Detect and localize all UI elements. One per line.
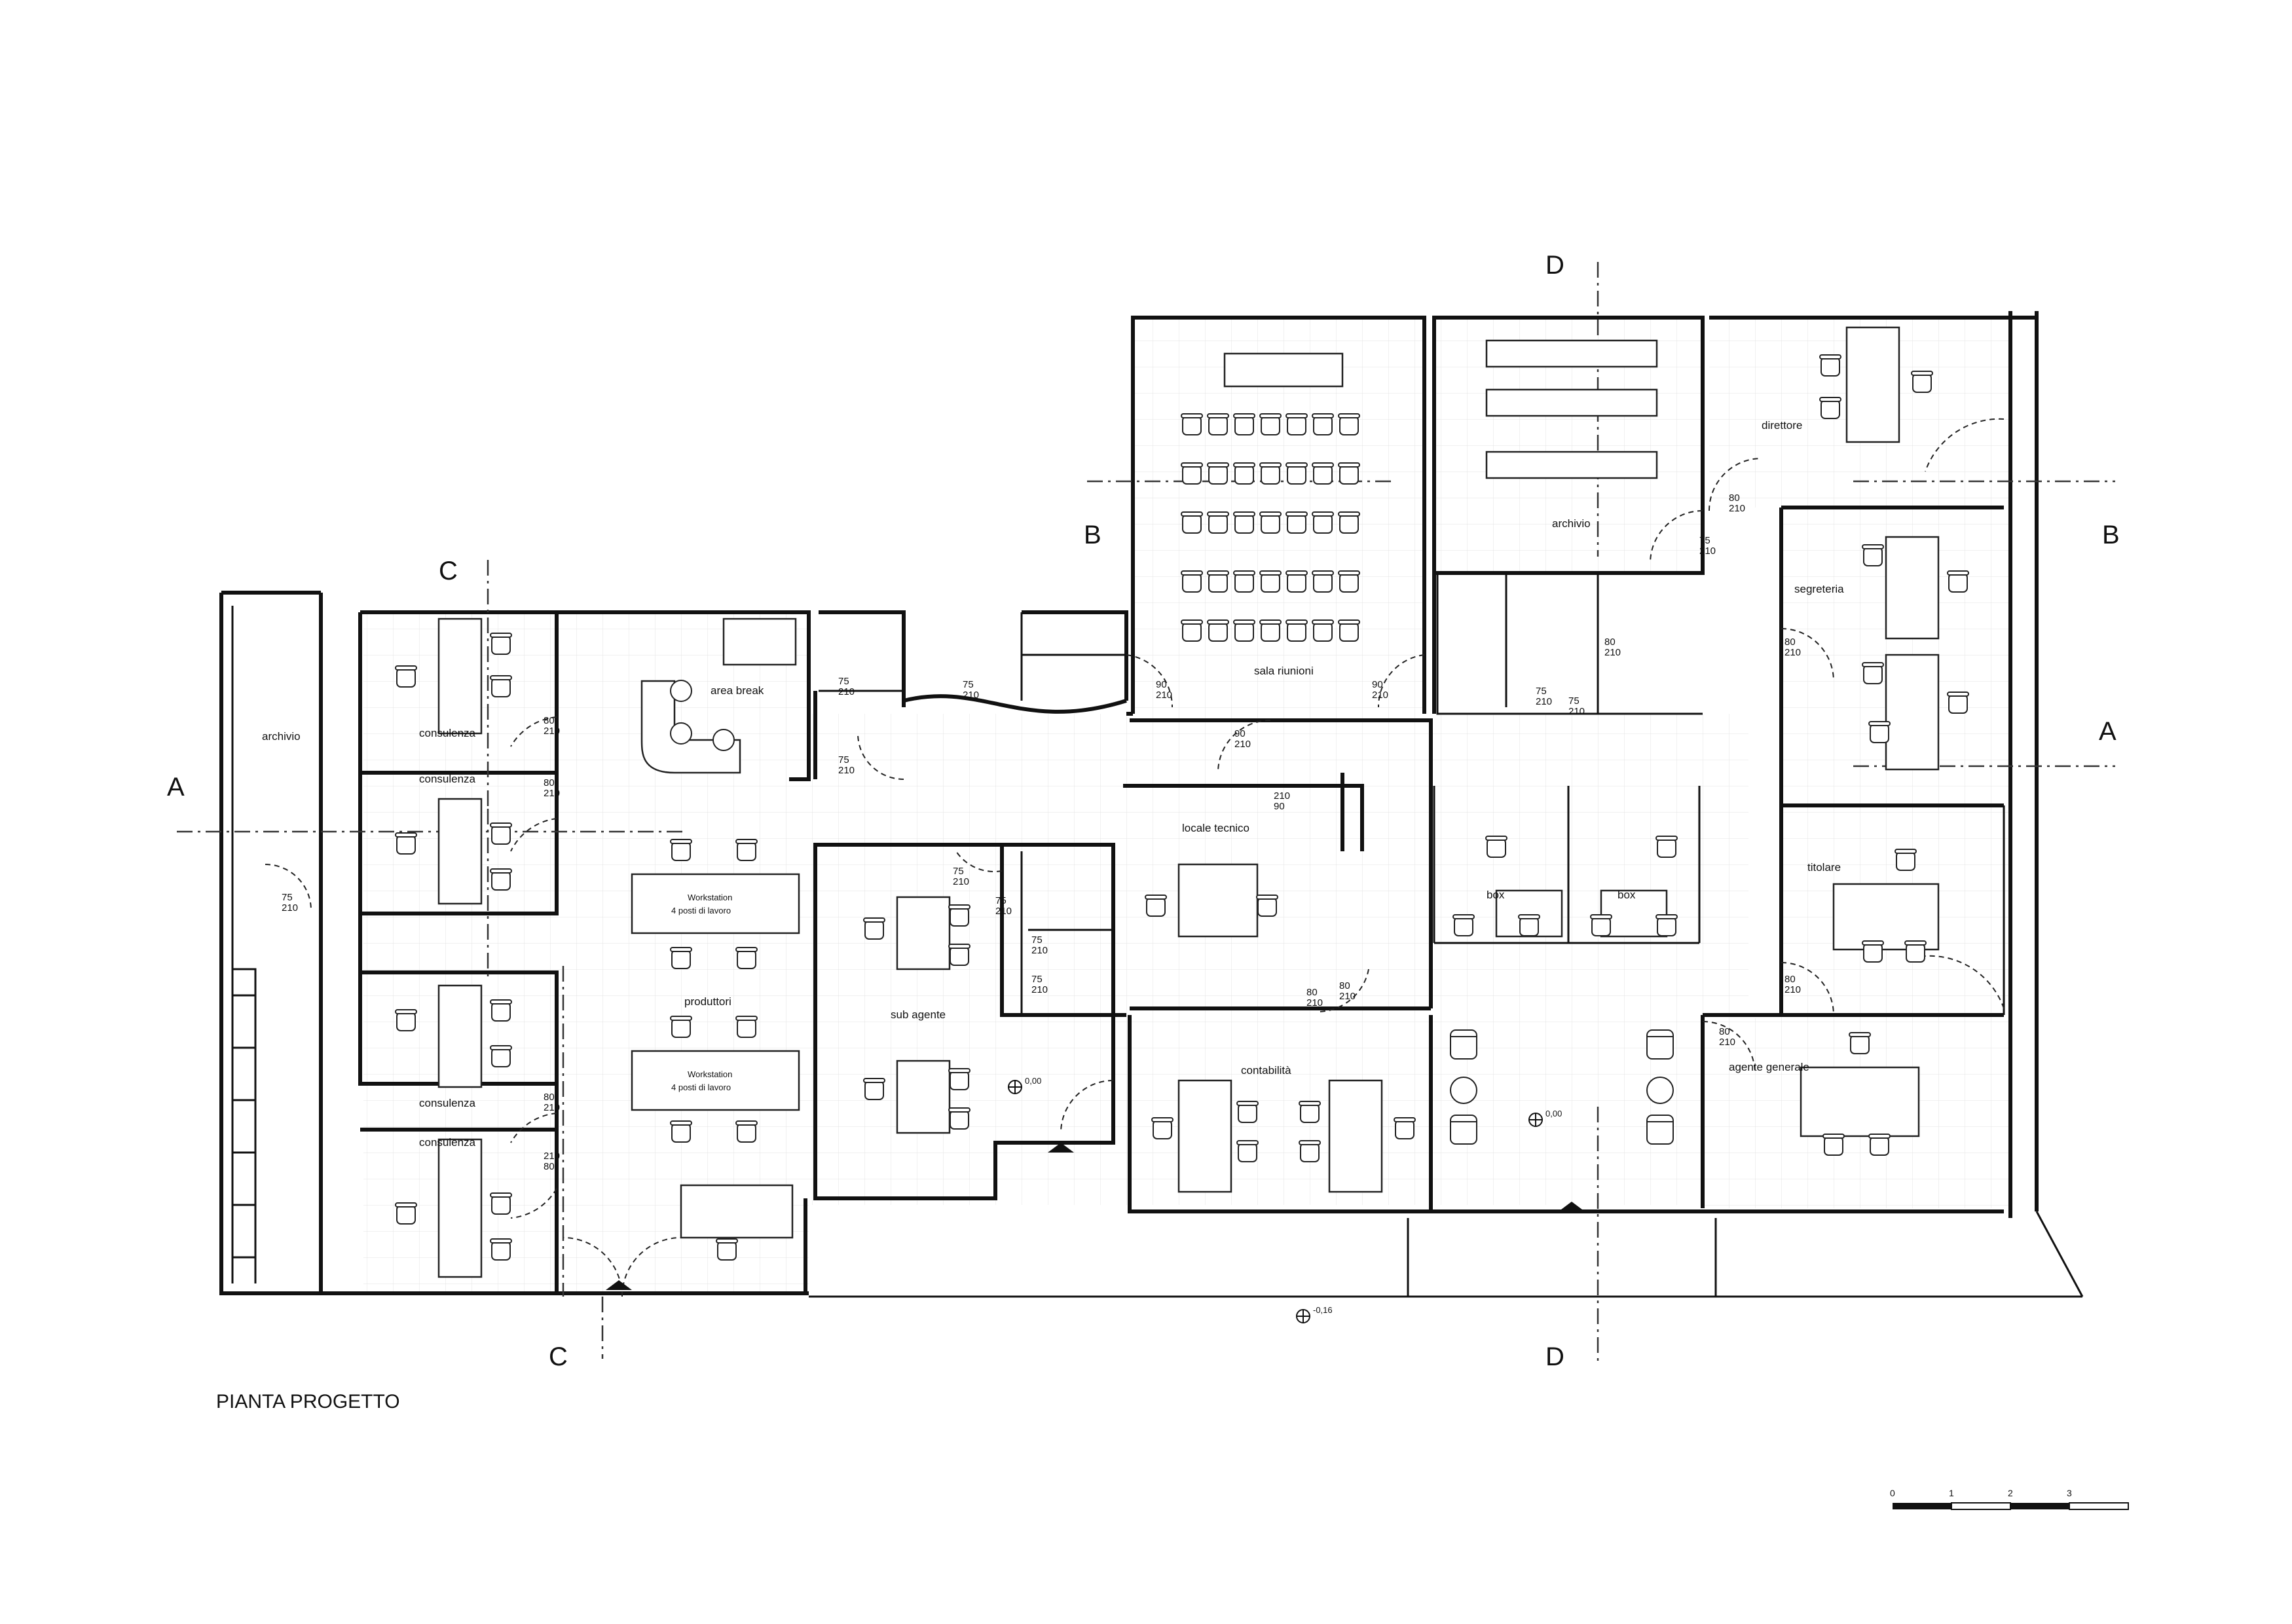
level-sub-agente: 0,00	[1025, 1076, 1041, 1086]
label-titolare: titolare	[1807, 861, 1841, 874]
label-workstation-2-sub: 4 posti di lavoro	[671, 1082, 731, 1092]
label-direttore: direttore	[1762, 419, 1802, 432]
section-D-bottom: D	[1545, 1342, 1564, 1371]
level-hall: 0,00	[1545, 1109, 1562, 1118]
section-C-bottom: C	[549, 1342, 568, 1371]
level-markers: 0,00 0,00 -0,16	[1008, 1076, 1562, 1323]
scale-bar: 0 1 2 3	[1890, 1488, 2129, 1510]
section-C-top: C	[439, 557, 458, 585]
scale-tick-1: 1	[1949, 1488, 1954, 1498]
label-contabilita: contabilità	[1241, 1064, 1291, 1077]
furniture	[437, 326, 1940, 1278]
door-swings	[265, 418, 2005, 1297]
label-consulenza-3: consulenza	[419, 1097, 476, 1109]
level-outside: -0,16	[1313, 1305, 1333, 1315]
scale-tick-2: 2	[2008, 1488, 2013, 1498]
section-A-right: A	[2099, 717, 2116, 746]
label-locale-tecnico: locale tecnico	[1182, 822, 1249, 834]
label-workstation-1-sub: 4 posti di lavoro	[671, 906, 731, 915]
label-area-break: area break	[711, 684, 764, 697]
archive-shelving	[231, 606, 257, 1283]
drawing-title: PIANTA PROGETTO	[216, 1391, 400, 1412]
label-consulenza-1: consulenza	[419, 727, 476, 739]
label-workstation-2: Workstation	[688, 1069, 732, 1079]
section-B-right: B	[2102, 521, 2120, 549]
scale-tick-0: 0	[1890, 1488, 1895, 1498]
section-markers: A A B B C C D D	[167, 251, 2120, 1371]
label-consulenza-4: consulenza	[419, 1136, 476, 1149]
label-sub-agente: sub agente	[891, 1008, 946, 1021]
label-box-1: box	[1487, 889, 1505, 901]
section-A-left: A	[167, 773, 185, 802]
label-consulenza-2: consulenza	[419, 773, 476, 785]
scale-tick-3: 3	[2067, 1488, 2072, 1498]
label-segreteria: segreteria	[1794, 583, 1844, 595]
section-B-left: B	[1084, 521, 1101, 549]
label-agente-generale: agente generale	[1729, 1061, 1809, 1073]
label-produttori: produttori	[684, 995, 731, 1008]
room-labels: archivio consulenza consulenza consulenz…	[262, 419, 1844, 1149]
entrance-markers	[606, 1143, 1585, 1290]
label-workstation-1: Workstation	[688, 893, 732, 902]
label-archivio-top: archivio	[1552, 517, 1591, 530]
label-sala-riunioni: sala riunioni	[1254, 665, 1314, 677]
label-archivio-left: archivio	[262, 730, 301, 743]
section-D-top: D	[1545, 251, 1564, 280]
label-box-2: box	[1617, 889, 1636, 901]
